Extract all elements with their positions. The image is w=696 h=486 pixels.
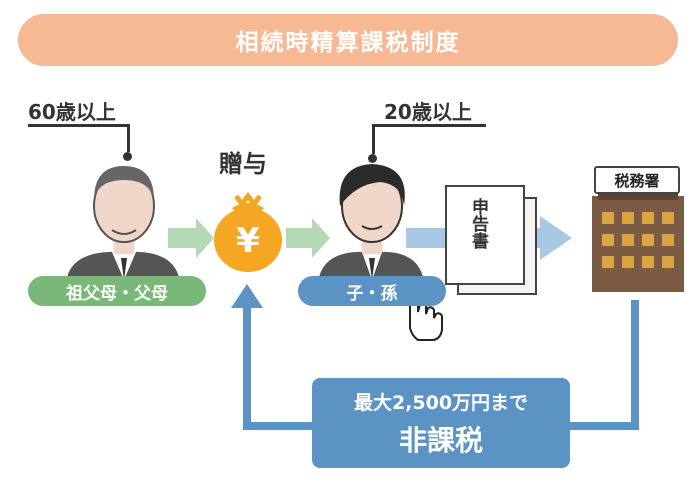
tax-office-label: 税務署 xyxy=(594,166,680,194)
exemption-box: 最大2,500万円まで 非課税 xyxy=(312,378,570,468)
giver-age-rule xyxy=(28,124,130,127)
loop-arrow-head xyxy=(231,284,263,308)
receiver-age-stem xyxy=(372,124,375,154)
green-arrow-left xyxy=(168,218,214,258)
title-banner: 相続時精算課税制度 xyxy=(18,14,678,66)
loop-bottom-left-line xyxy=(243,422,315,430)
giver-age-dot xyxy=(123,152,132,161)
money-bag-icon: ¥ xyxy=(214,191,282,272)
exemption-amount: 最大2,500万円まで xyxy=(353,391,529,414)
loop-right-line xyxy=(631,300,639,430)
receiver-age-dot xyxy=(368,154,377,163)
yen-symbol: ¥ xyxy=(236,221,260,261)
giver-label-text: 祖父母・父母 xyxy=(66,283,168,304)
receiver-label-text: 子・孫 xyxy=(346,283,398,304)
tax-office-label-text: 税務署 xyxy=(614,171,660,190)
giver-label: 祖父母・父母 xyxy=(28,276,206,306)
diagram-title: 相続時精算課税制度 xyxy=(235,30,461,56)
receiver-label: 子・孫 xyxy=(298,276,446,306)
tax-office-building xyxy=(592,192,684,292)
receiver-age-rule xyxy=(372,124,486,127)
giver-age-label: 60歳以上 xyxy=(28,100,116,124)
green-arrow-right xyxy=(286,218,330,258)
document-label: 申告書 xyxy=(468,198,488,249)
loop-left-line xyxy=(243,304,251,430)
giver-age-stem xyxy=(127,124,130,152)
child-avatar xyxy=(318,164,424,282)
grandparent-avatar xyxy=(66,166,180,282)
exemption-status: 非課税 xyxy=(398,423,483,457)
receiver-age-label: 20歳以上 xyxy=(384,100,472,124)
gift-label: 贈与 xyxy=(219,150,267,178)
document-icon xyxy=(445,185,537,295)
loop-bottom-right-line xyxy=(566,422,639,430)
